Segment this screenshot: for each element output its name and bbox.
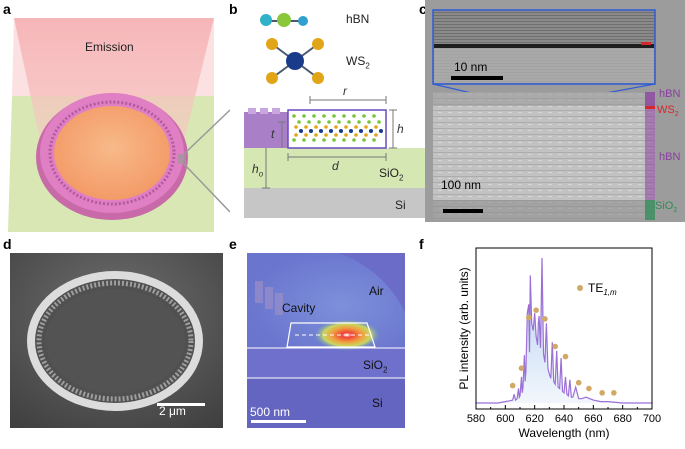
grating-shadows [255, 281, 283, 315]
emission-label: Emission [85, 40, 134, 54]
sem-ring-shadow [31, 279, 199, 411]
sem-ring [27, 271, 203, 411]
hbn-atom-n [260, 14, 272, 26]
spectrum-line [476, 257, 652, 404]
scale-bar-100nm [443, 209, 483, 213]
hbn-atom-b [277, 13, 291, 27]
panel-letter-c: c [419, 1, 427, 17]
mode-scale-bar [251, 420, 306, 423]
panel-c-tem [425, 0, 685, 222]
panel-e-mode [247, 253, 405, 428]
x-tick-label: 620 [525, 413, 543, 425]
te-marker-point [599, 390, 605, 396]
te-marker-point [611, 390, 617, 396]
sem-scale-bar [157, 403, 205, 406]
te-marker-point [518, 365, 525, 371]
plot-frame [475, 247, 653, 410]
legend-marker [577, 285, 583, 291]
te-marker-point [586, 385, 592, 392]
scale-label-10nm: 10 nm [454, 60, 488, 74]
panel-letter-a: a [3, 1, 11, 17]
panel-a-schematic [8, 18, 230, 232]
ws2-atom-w [286, 52, 304, 70]
atom-layers [292, 114, 383, 142]
sio2-label-e: SiO2 [363, 358, 388, 375]
legend-label: TE1,m [588, 281, 617, 297]
dim-t-label: t [271, 127, 275, 141]
te-marker-point [575, 379, 582, 386]
cavity-label: Cavity [282, 301, 316, 315]
scale-label-100nm: 100 nm [441, 178, 482, 192]
grating-teeth-side [244, 112, 290, 148]
x-tick-label: 640 [555, 413, 573, 425]
panel-d-sem [10, 253, 223, 428]
panel-letter-d: d [3, 236, 12, 252]
x-tick-label: 700 [643, 413, 661, 425]
te-marker-point [526, 314, 532, 321]
layer-label-hbn-top: hBN [659, 88, 681, 100]
si-layer [244, 188, 425, 218]
y-axis-label: PL intensity (arb. units) [457, 267, 471, 389]
x-tick-label: 660 [584, 413, 602, 425]
scale-bar-10nm [451, 76, 503, 80]
x-tick-label: 600 [496, 413, 514, 425]
dim-d-label: d [332, 159, 339, 173]
layer-label-ws2: WS2 [657, 104, 679, 119]
layer-label-sio2: SiO2 [655, 200, 678, 215]
emission-disk [54, 106, 170, 200]
sem-ring-grating [36, 280, 194, 402]
si-label-b: Si [395, 198, 406, 212]
dim-r-label: r [343, 84, 347, 98]
dim-ho-label: ho [252, 162, 264, 179]
panel-b-structure [244, 13, 425, 218]
panel-letter-f: f [419, 236, 424, 252]
ws2-label: WS2 [346, 54, 370, 71]
dim-h-label: h [397, 122, 404, 136]
sio2-label-b: SiO2 [379, 166, 404, 183]
x-axis-label: Wavelength (nm) [519, 426, 610, 440]
te-marker-point [542, 316, 548, 322]
hbn-label: hBN [346, 12, 370, 26]
layer-label-hbn-mid: hBN [659, 151, 681, 163]
sio2-strip [645, 200, 655, 220]
mode-scale-label: 500 nm [250, 405, 291, 419]
te-marker-point [562, 353, 569, 360]
te-marker-point [509, 382, 516, 389]
panel-letter-b: b [229, 1, 238, 17]
si-label-e: Si [372, 396, 383, 410]
grating-teeth [48, 100, 176, 206]
cavity-outline [286, 322, 376, 348]
hbn-strip [645, 109, 655, 200]
spectrum-fill [476, 258, 652, 403]
x-tick-label: 580 [467, 413, 485, 425]
te-marker-point [533, 307, 539, 313]
x-tick-label: 680 [613, 413, 631, 425]
panel-letter-e: e [229, 236, 237, 252]
hbn-atom-n2 [298, 16, 308, 26]
sio2-layer [244, 148, 425, 188]
sem-scale-label: 2 μm [159, 404, 186, 418]
te-marker-point [552, 343, 558, 350]
tem-main [433, 92, 655, 220]
air-label: Air [369, 284, 384, 298]
